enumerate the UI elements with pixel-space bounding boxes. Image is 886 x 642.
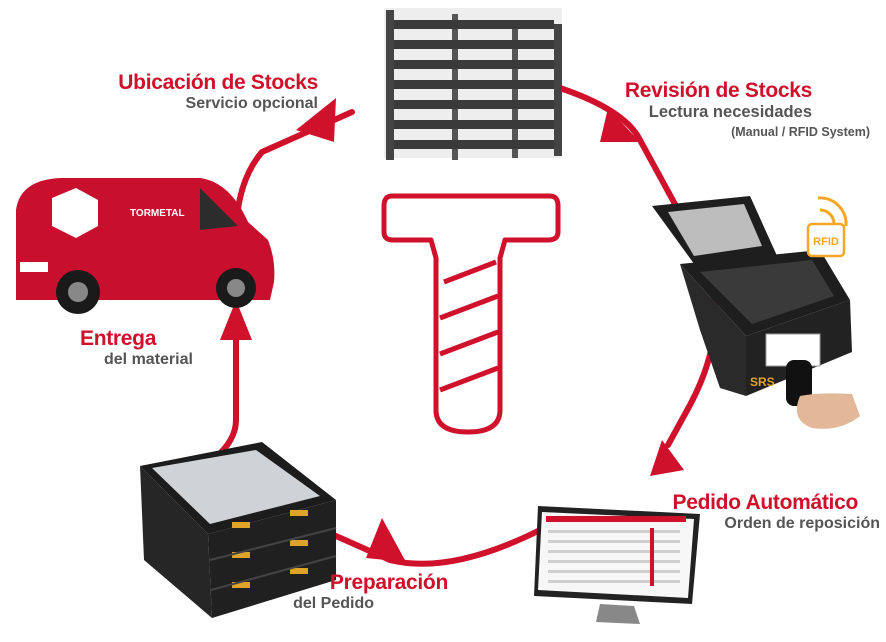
arrow-head-icon bbox=[296, 98, 336, 142]
arrow-head-icon bbox=[600, 108, 640, 142]
step-title: Preparación bbox=[329, 571, 448, 594]
van-icon: TORMETAL bbox=[16, 178, 275, 314]
step-subtitle: del material bbox=[104, 351, 193, 369]
monitor-icon bbox=[534, 506, 700, 624]
crate-brand: SRS bbox=[750, 375, 775, 389]
rfid-badge-icon: RFID bbox=[806, 196, 848, 258]
step-title: Pedido Automático bbox=[672, 491, 859, 514]
step-order-sub: Orden de reposición bbox=[600, 515, 880, 533]
stacked-crates-icon bbox=[140, 442, 337, 618]
step-title: Ubicación de Stocks bbox=[118, 71, 318, 94]
step-title: Revisión de Stocks bbox=[624, 79, 812, 102]
step-note: (Manual / RFID System) bbox=[731, 125, 870, 139]
crate-rfid-icon: SRS bbox=[652, 196, 860, 429]
rfid-badge-label: RFID bbox=[813, 236, 839, 248]
tormetal-screw-logo bbox=[381, 193, 561, 435]
step-subtitle: Orden de reposición bbox=[724, 515, 880, 532]
step-subtitle: del Pedido bbox=[293, 595, 374, 613]
step-title: Entrega bbox=[80, 327, 157, 350]
step-location: Ubicación de Stocks Servicio opcional bbox=[60, 71, 318, 113]
step-preparation: Preparación del Pedido bbox=[250, 571, 448, 613]
arrow-head-icon bbox=[220, 300, 252, 340]
step-subtitle: Lectura necesidades bbox=[648, 103, 812, 122]
arrow-head-icon bbox=[650, 440, 684, 476]
arrow-head-icon bbox=[366, 518, 406, 562]
van-brand: TORMETAL bbox=[130, 208, 185, 219]
shelving-icon bbox=[384, 8, 562, 160]
step-delivery: Entrega del material bbox=[80, 327, 240, 369]
step-subtitle: Servicio opcional bbox=[185, 95, 318, 113]
step-order: Pedido Automático bbox=[600, 491, 859, 514]
step-review-note: (Manual / RFID System) bbox=[620, 125, 870, 139]
step-review: Revisión de Stocks Lectura necesidades bbox=[560, 79, 812, 122]
